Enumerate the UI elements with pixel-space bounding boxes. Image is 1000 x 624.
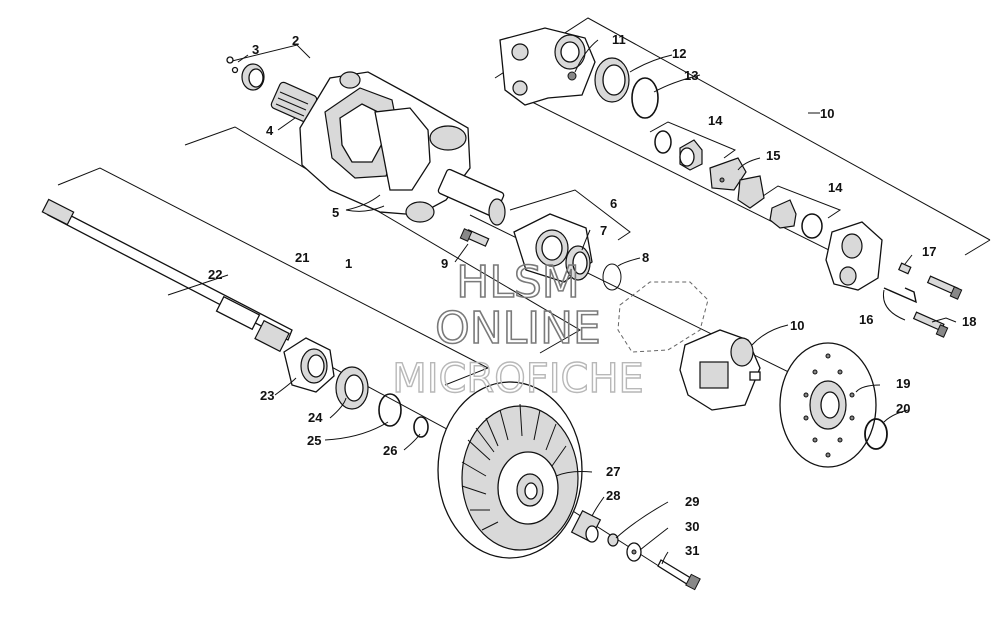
callout-4: 4: [266, 123, 274, 138]
part-flange-housing: [283, 337, 335, 393]
callout-28: 28: [606, 488, 620, 503]
callout-6: 6: [610, 196, 617, 211]
part-driven-shaft: [41, 198, 293, 353]
callout-5: 5: [332, 205, 339, 220]
callout-13: 13: [684, 68, 698, 83]
callout-19: 19: [896, 376, 910, 391]
part-brake-disc: [779, 342, 877, 468]
watermark: HLSM ONLINE MICROFICHE: [391, 256, 644, 403]
part-spacer: [570, 509, 602, 543]
part-bolts-18: [912, 275, 963, 338]
callout-14-upper: 14: [708, 113, 723, 128]
callout-10-top: 10: [820, 106, 834, 121]
watermark-line-3: MICROFICHE: [392, 356, 644, 402]
part-driven-pulley: [437, 381, 583, 559]
callout-21: 21: [295, 250, 309, 265]
callout-12: 12: [672, 46, 686, 61]
part-bearing-top: [226, 56, 265, 91]
callout-1: 1: [345, 256, 352, 271]
part-11: [567, 71, 577, 81]
part-brake-pads: [709, 157, 765, 209]
part-washer-30: [626, 542, 642, 562]
part-washer-29: [607, 533, 619, 547]
part-ring-26: [413, 416, 429, 438]
callout-7: 7: [600, 223, 607, 238]
callout-24: 24: [308, 410, 323, 425]
callout-15: 15: [766, 148, 780, 163]
callout-11: 11: [612, 32, 626, 47]
callout-26: 26: [383, 443, 397, 458]
part-bolt-9: [459, 228, 490, 247]
part-gasket: [617, 281, 709, 353]
callout-31: 31: [685, 543, 699, 558]
part-caliper-half: [825, 221, 883, 291]
leader-lines: [167, 39, 957, 565]
callout-16: 16: [859, 312, 873, 327]
watermark-line-1: HLSM: [456, 257, 580, 308]
callout-30: 30: [685, 519, 699, 534]
part-ring-8: [602, 263, 622, 291]
callout-20: 20: [896, 401, 910, 416]
part-clip-16: [883, 287, 917, 304]
callout-22: 22: [208, 267, 222, 282]
callout-labels: 1 2 3 4 5 6 7 8 9 10 10 11 12 13 14 14 1…: [208, 32, 976, 558]
callout-14-lower: 14: [828, 180, 843, 195]
callout-17: 17: [922, 244, 936, 259]
part-bearing-12: [594, 57, 630, 103]
part-bearing-24: [335, 366, 369, 410]
callout-27: 27: [606, 464, 620, 479]
callout-3: 3: [252, 42, 259, 57]
callout-23: 23: [260, 388, 274, 403]
part-chaincase-housing: [499, 27, 596, 106]
callout-8: 8: [642, 250, 649, 265]
part-17: [898, 262, 912, 275]
part-bolt-31: [657, 559, 701, 591]
part-snapring-20: [864, 418, 888, 450]
watermark-line-2: ONLINE: [435, 303, 601, 354]
callout-2: 2: [292, 33, 299, 48]
callout-29: 29: [685, 494, 699, 509]
part-bushings-upper: [654, 130, 703, 171]
callout-25: 25: [307, 433, 321, 448]
part-caliper: [679, 329, 761, 411]
part-seal: [565, 245, 591, 281]
callout-10-lower: 10: [790, 318, 804, 333]
part-drive-clutch: [270, 71, 506, 226]
part-ring-25: [378, 393, 402, 427]
callout-18: 18: [962, 314, 976, 329]
part-bushings-lower: [769, 199, 823, 239]
part-oring-13: [631, 77, 659, 119]
callout-9: 9: [441, 256, 448, 271]
